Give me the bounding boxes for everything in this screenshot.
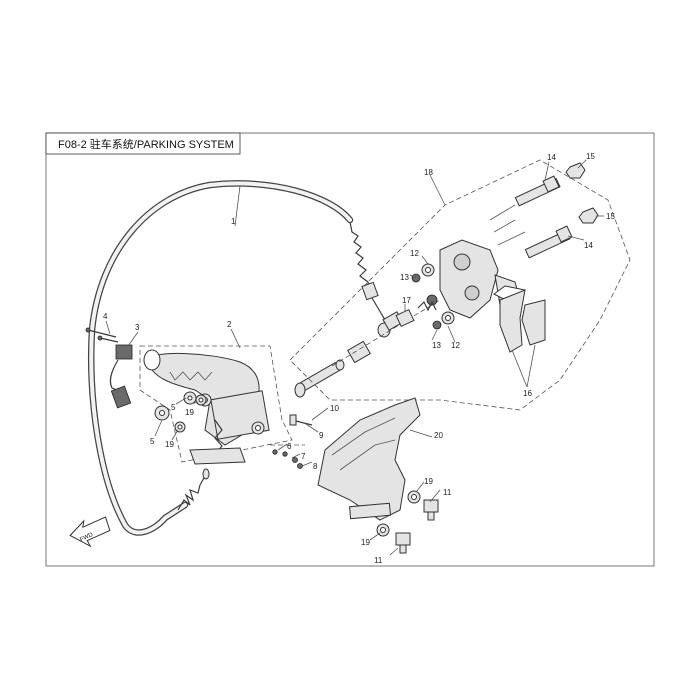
callout-9: 9	[319, 431, 324, 440]
callout-11a: 11	[443, 488, 452, 497]
callout-14a: 14	[547, 153, 556, 162]
callout-12b: 12	[451, 341, 460, 350]
callout-14b: 14	[584, 241, 593, 250]
callout-15a: 15	[586, 152, 595, 161]
guard-bolts	[376, 490, 439, 554]
callout-4: 4	[103, 312, 108, 321]
fwd-label: FWD	[79, 532, 95, 543]
callout-7: 7	[301, 452, 306, 461]
caliper-bolt	[294, 299, 441, 398]
brake-pads	[499, 289, 546, 353]
callout-19b: 19	[165, 440, 174, 449]
callout-19c: 19	[424, 477, 433, 486]
caliper-seals	[395, 263, 455, 330]
diagram-frame	[45, 132, 655, 567]
callout-19a: 19	[185, 408, 194, 417]
callout-8: 8	[313, 462, 318, 471]
callout-18: 18	[424, 168, 433, 177]
brake-switch	[109, 344, 133, 409]
leader-lines	[105, 159, 604, 556]
small-fasteners	[270, 414, 313, 469]
callout-10: 10	[330, 404, 339, 413]
callout-11b: 11	[374, 556, 383, 565]
callout-6: 6	[287, 442, 292, 451]
callout-5a: 5	[171, 403, 176, 412]
forward-arrow-icon: FWD	[69, 516, 111, 548]
callout-1: 1	[231, 217, 236, 226]
washers-lever	[154, 391, 207, 433]
callout-2: 2	[227, 320, 232, 329]
callout-15b: 15	[606, 212, 615, 221]
caliper-group-outline	[289, 159, 631, 411]
callout-19d: 19	[361, 538, 370, 547]
title-box	[45, 132, 241, 155]
callout-16: 16	[523, 389, 532, 398]
callout-3: 3	[135, 323, 140, 332]
callout-17: 17	[402, 296, 411, 305]
hand-brake-lever	[143, 349, 270, 465]
switch-screws	[85, 327, 119, 343]
callout-20: 20	[434, 431, 443, 440]
callout-labels: 1 2 3 4 5 5 6 7 8 9 10 11 11 12 12 13 13…	[103, 152, 615, 565]
brake-guard	[317, 397, 421, 521]
diagram-title: F08-2 驻车系统/PARKING SYSTEM	[58, 137, 234, 151]
callout-13a: 13	[400, 273, 409, 282]
callout-12a: 12	[410, 249, 419, 258]
callout-13b: 13	[432, 341, 441, 350]
callout-5b: 5	[150, 437, 155, 446]
guide-pins	[489, 162, 599, 259]
